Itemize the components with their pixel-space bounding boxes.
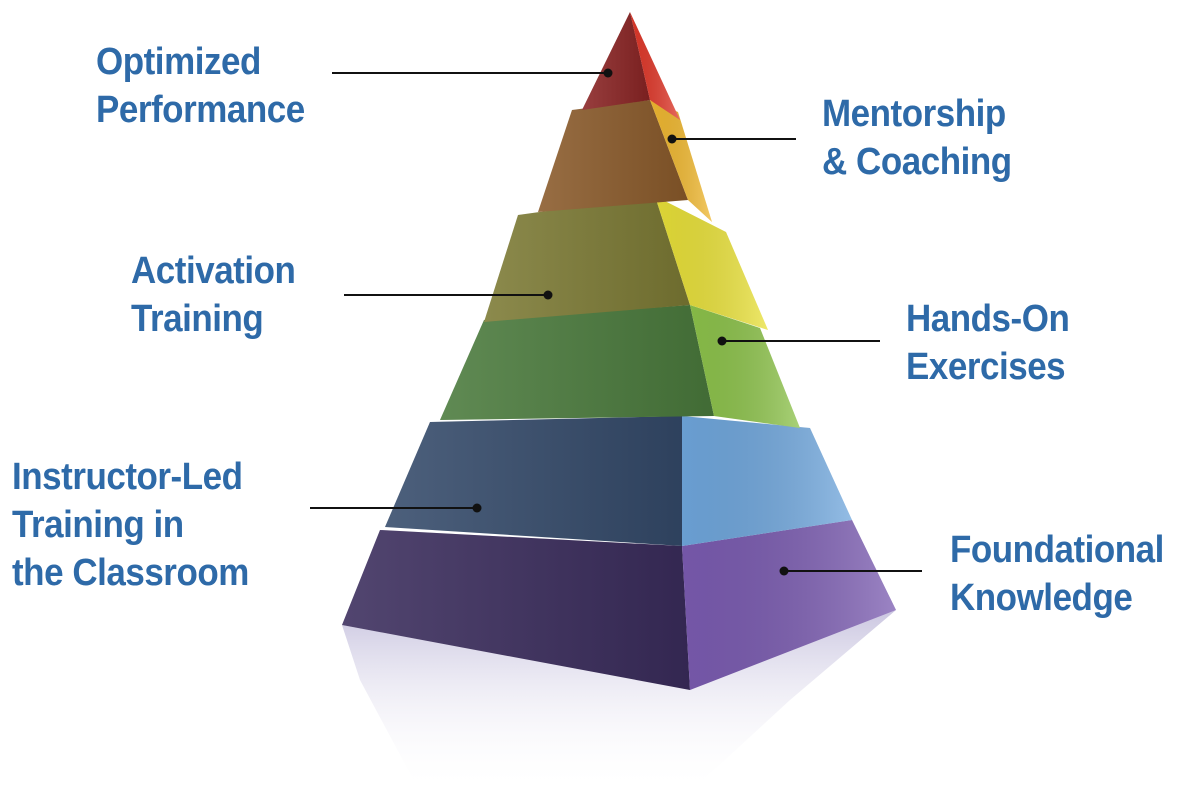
layer-side-shade bbox=[682, 520, 896, 690]
connector-dot-mentorship bbox=[667, 134, 677, 144]
label-line: Performance bbox=[96, 89, 305, 131]
label-line: Exercises bbox=[906, 346, 1066, 388]
label-line: Knowledge bbox=[950, 577, 1133, 619]
layer-side-shade bbox=[655, 196, 768, 330]
layer-side-shade bbox=[682, 416, 852, 546]
pyramid-layer-activation bbox=[484, 196, 768, 330]
connector-dot-optimized bbox=[603, 68, 613, 78]
label-line: Optimized bbox=[96, 41, 261, 83]
label-line: Mentorship bbox=[822, 93, 1006, 135]
layer-front-shade bbox=[538, 100, 688, 212]
layer-side-shade bbox=[630, 12, 680, 120]
label-line: Training in bbox=[12, 504, 184, 546]
label-line: Training bbox=[131, 298, 264, 340]
layer-front-shade bbox=[342, 530, 690, 690]
layer-side-shade bbox=[650, 100, 712, 222]
label-line: Activation bbox=[131, 250, 296, 292]
connector-dot-foundational bbox=[779, 566, 789, 576]
label-mentorship-coaching: Mentorship & Coaching bbox=[822, 90, 1012, 186]
pyramid-layer-instructor bbox=[385, 416, 852, 546]
connector-dot-handson bbox=[717, 336, 727, 346]
pyramid-reflection bbox=[342, 610, 896, 792]
layer-front-shade bbox=[484, 196, 690, 322]
label-line: Hands-On bbox=[906, 298, 1070, 340]
label-line: Foundational bbox=[950, 529, 1164, 571]
pyramid-layer-foundational bbox=[342, 520, 896, 690]
pyramid-layer-optimized bbox=[582, 12, 680, 120]
label-line: the Classroom bbox=[12, 552, 249, 594]
pyramid-layer-mentorship bbox=[538, 100, 712, 222]
connector-dot-activation bbox=[543, 290, 553, 300]
label-line: Instructor-Led bbox=[12, 456, 243, 498]
layer-front-shade bbox=[385, 416, 682, 546]
connector-dot-instructor bbox=[472, 503, 482, 513]
layer-front-shade bbox=[440, 305, 714, 420]
label-line: & Coaching bbox=[822, 141, 1012, 183]
layer-side-shade bbox=[690, 305, 800, 428]
layer-front-shade bbox=[582, 12, 650, 110]
pyramid-layer-handson bbox=[440, 305, 800, 428]
